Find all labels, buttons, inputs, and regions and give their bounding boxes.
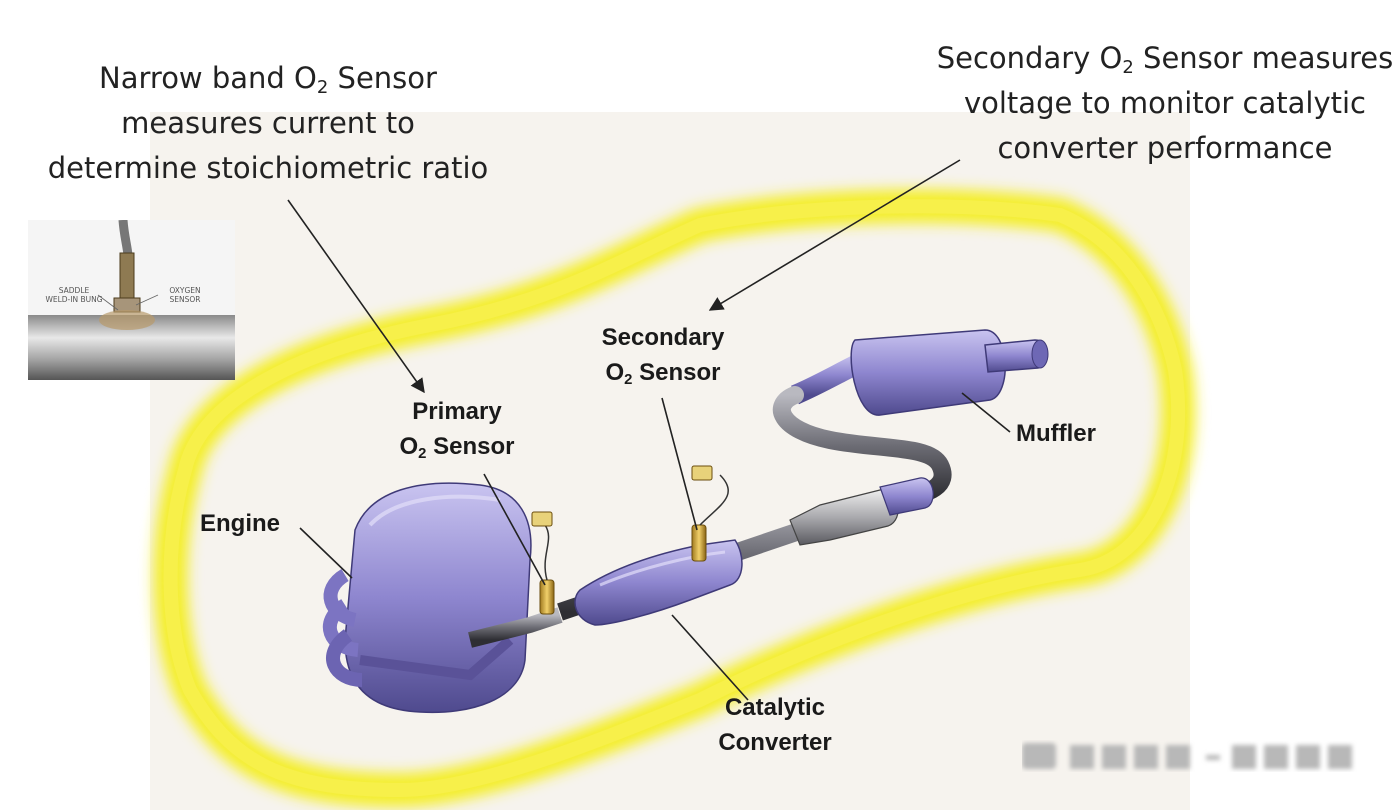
label-primary-o2-sensor: Primary O2 Sensor (399, 398, 515, 463)
callout-secondary-line2: voltage to monitor catalytic (963, 86, 1367, 120)
resonator-shape (789, 477, 934, 546)
label-secondary-o2-sensor: Secondary O2 Sensor (601, 324, 725, 389)
inset-sensor-image (28, 219, 235, 380)
primary-o2-sensor-shape (531, 511, 555, 615)
secondary-o2-sensor-shape (691, 465, 729, 562)
label-engine: Engine (200, 510, 281, 537)
car-outline-glow (153, 189, 1196, 808)
callout-primary-line3: determine stoichiometric ratio (47, 151, 489, 185)
pointer-lines (287, 159, 1011, 701)
rear-exhaust-pipe (772, 386, 952, 506)
inset-label-weld-bung: SADDLE WELD-IN BUNG (45, 286, 103, 304)
engine-shape (322, 482, 563, 714)
blurred-watermark (1022, 743, 1352, 769)
callout-primary-line2: measures current to (121, 106, 415, 140)
label-muffler: Muffler (1016, 420, 1096, 447)
label-catalytic-converter: Catalytic Converter (718, 694, 832, 756)
callout-secondary-line1: Secondary O2 Sensor measures (936, 41, 1394, 79)
o2-sensor-inset-photo: SADDLE WELD-IN BUNG OXYGEN SENSOR (28, 219, 235, 380)
callout-narrow-band-sensor: Narrow band O2 Sensor measures current t… (18, 56, 518, 191)
callout-secondary-line3: converter performance (997, 131, 1333, 165)
inset-label-oxygen-sensor: OXYGEN SENSOR (169, 286, 201, 304)
muffler-shape (791, 329, 1049, 416)
callout-primary-line1: Narrow band O2 Sensor (99, 61, 437, 99)
callout-secondary-sensor: Secondary O2 Sensor measures voltage to … (905, 36, 1400, 171)
